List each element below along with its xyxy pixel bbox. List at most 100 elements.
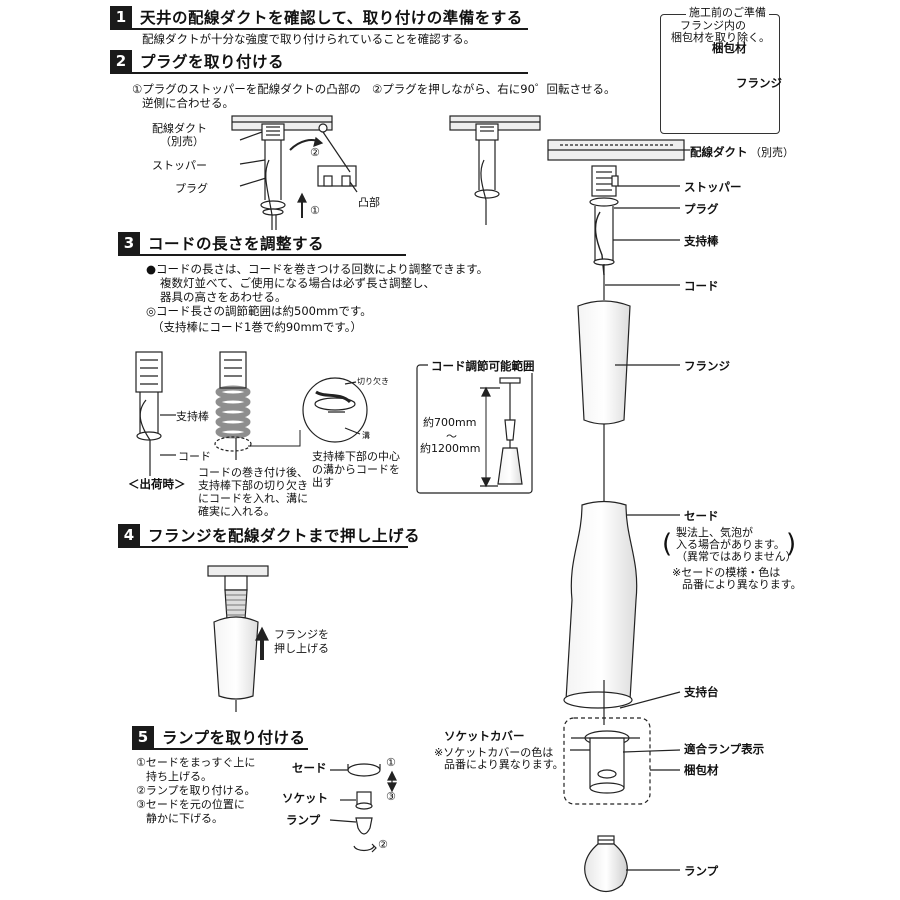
prep-line2: 梱包材を取り除く。 bbox=[671, 31, 770, 44]
step5-drawing bbox=[329, 763, 397, 853]
step3-wind-1: コードの巻き付け後、 bbox=[198, 466, 308, 479]
prep-flange-label: フランジ bbox=[736, 76, 782, 90]
step5-lamp-label: ランプ bbox=[286, 813, 321, 827]
step3-wind-4: 確実に入れる。 bbox=[198, 505, 275, 518]
step2-rule bbox=[110, 72, 528, 74]
step4-drawing bbox=[207, 565, 269, 712]
step4-push-1: フランジを bbox=[274, 628, 329, 641]
step2-duct-note: （別売） bbox=[160, 135, 204, 148]
main-shade-note-1: 製法上、気泡が bbox=[676, 526, 753, 539]
main-lamp-indicator-label: 適合ランプ表示 bbox=[684, 742, 765, 756]
step2-instruction-1b: 逆側に合わせる。 bbox=[142, 96, 234, 110]
step2-title: プラグを取り付ける bbox=[140, 53, 285, 71]
step4-push-2: 押し上げる bbox=[274, 642, 329, 655]
main-shade-note-4: ※セードの模様・色は bbox=[672, 566, 781, 579]
step3-bullet-2: 複数灯並べて、ご使用になる場合は必ず長さ調整し、 bbox=[160, 276, 435, 290]
step4-number: 4 bbox=[118, 524, 140, 546]
step2-number: 2 bbox=[110, 50, 132, 72]
step5-shade-label: セード bbox=[292, 761, 327, 775]
shade-note-bracket-right: ) bbox=[786, 529, 797, 559]
step3-range-top: 約700mm bbox=[423, 416, 477, 429]
main-socket-cover-note-1: ※ソケットカバーの色は bbox=[434, 746, 554, 759]
main-packing-label: 梱包材 bbox=[684, 763, 719, 777]
prep-box bbox=[660, 14, 780, 134]
step3-bullet-4: ◎コード長さの調節範囲は約500mmです。 bbox=[146, 304, 372, 318]
main-shade-note-2: 入る場合があります。 bbox=[676, 538, 785, 551]
step3-rule bbox=[118, 254, 406, 256]
step5-mark-2: ② bbox=[378, 838, 388, 851]
step5-header: 5 ランプを取り付ける bbox=[132, 726, 306, 748]
main-plug-label: プラグ bbox=[684, 202, 719, 216]
main-support-label: 支持棒 bbox=[684, 234, 719, 248]
step3-cord-label: コード bbox=[178, 450, 211, 463]
step3-detail-2: の溝からコードを bbox=[312, 463, 400, 476]
step5-rule bbox=[132, 748, 308, 750]
step1-rule bbox=[110, 28, 528, 30]
main-shade-note-3: （異常ではありません） bbox=[676, 550, 797, 563]
step4-header: 4 フランジを配線ダクトまで押し上げる bbox=[118, 524, 420, 546]
main-lamp-label: ランプ bbox=[684, 864, 719, 878]
step5-title: ランプを取り付ける bbox=[162, 729, 306, 747]
step5-instr-5: 静かに下げる。 bbox=[146, 812, 223, 825]
step3-number: 3 bbox=[118, 232, 140, 254]
main-assembly-drawing bbox=[547, 139, 690, 893]
main-flange-label: フランジ bbox=[684, 359, 730, 373]
step3-range-title: コード調節可能範囲 bbox=[428, 360, 538, 373]
step2-plug-label: プラグ bbox=[175, 182, 208, 195]
main-shade-label: セード bbox=[684, 509, 719, 523]
step5-mark-1: ① bbox=[386, 756, 396, 769]
step1-text: 配線ダクトが十分な強度で取り付けられていることを確認する。 bbox=[142, 32, 476, 46]
step3-bullet-5: （支持棒にコード1巻で約90mmです。） bbox=[152, 320, 362, 334]
step2-stopper-label: ストッパー bbox=[152, 159, 207, 172]
step2-mark-2: ② bbox=[310, 146, 320, 159]
step3-shipping-label: ＜出荷時＞ bbox=[128, 477, 186, 491]
step3-range-bottom: 約1200mm bbox=[420, 442, 481, 455]
step2-header: 2 プラグを取り付ける bbox=[110, 50, 284, 72]
step3-header: 3 コードの長さを調整する bbox=[118, 232, 324, 254]
step3-support-label: 支持棒 bbox=[176, 410, 209, 423]
step2-convex-label: 凸部 bbox=[358, 196, 380, 209]
step3-detail-3: 出す bbox=[312, 476, 334, 489]
step4-rule bbox=[118, 546, 408, 548]
step1-number: 1 bbox=[110, 6, 132, 28]
shade-note-bracket-left: ( bbox=[662, 529, 673, 559]
step2-plug-rotated-drawing bbox=[449, 115, 541, 225]
main-duct-note: （別売） bbox=[750, 146, 794, 159]
step2-instruction-2: ②プラグを押しながら、右に90゜回転させる。 bbox=[372, 82, 616, 96]
step4-title: フランジを配線ダクトまで押し上げる bbox=[148, 527, 421, 545]
main-stopper-label: ストッパー bbox=[684, 180, 742, 194]
step2-duct-label: 配線ダクト bbox=[152, 122, 207, 135]
step3-range-tilde: 〜 bbox=[446, 430, 457, 443]
step5-socket-label: ソケット bbox=[282, 791, 328, 805]
step3-wind-3: にコードを入れ、溝に bbox=[198, 492, 309, 505]
step2-mark-1: ① bbox=[310, 204, 320, 217]
step3-wind-2: 支持棒下部の切り欠き bbox=[198, 479, 308, 492]
step5-instr-4: ③セードを元の位置に bbox=[136, 798, 245, 811]
step5-instr-3: ②ランプを取り付ける。 bbox=[136, 784, 256, 797]
step3-title: コードの長さを調整する bbox=[148, 235, 325, 253]
prep-line1: フランジ内の bbox=[680, 19, 746, 32]
step3-notch-label: 切り欠き bbox=[357, 377, 389, 386]
main-cord-label: コード bbox=[684, 279, 719, 293]
step2-instruction-1: ①プラグのストッパーを配線ダクトの凸部の bbox=[132, 82, 361, 96]
main-socket-cover-label: ソケットカバー bbox=[444, 729, 525, 743]
step1-title: 天井の配線ダクトを確認して、取り付けの準備をする bbox=[140, 9, 523, 27]
step5-instr-1: ①セードをまっすぐ上に bbox=[136, 756, 256, 769]
prep-packing-label: 梱包材 bbox=[712, 41, 747, 55]
step3-bullet-1: ●コードの長さは、コードを巻きつける回数により調整できます。 bbox=[146, 262, 489, 276]
step5-mark-3: ③ bbox=[386, 790, 396, 803]
step5-number: 5 bbox=[132, 726, 154, 748]
step5-instr-2: 持ち上げる。 bbox=[146, 770, 212, 783]
main-shade-note-5: 品番により異なります。 bbox=[682, 578, 802, 591]
main-socket-cover-note-2: 品番により異なります。 bbox=[444, 758, 564, 771]
step3-bullet-3: 器具の高さをあわせる。 bbox=[160, 290, 287, 304]
main-stand-label: 支持台 bbox=[684, 685, 719, 699]
step3-groove-label: 溝 bbox=[362, 431, 370, 440]
prep-title: 施工前のご準備 bbox=[686, 4, 769, 20]
main-duct-label: 配線ダクト bbox=[690, 145, 748, 159]
step2-plug-drawing bbox=[231, 115, 358, 230]
step1-header: 1 天井の配線ダクトを確認して、取り付けの準備をする bbox=[110, 6, 523, 28]
step3-detail-1: 支持棒下部の中心 bbox=[312, 450, 400, 463]
